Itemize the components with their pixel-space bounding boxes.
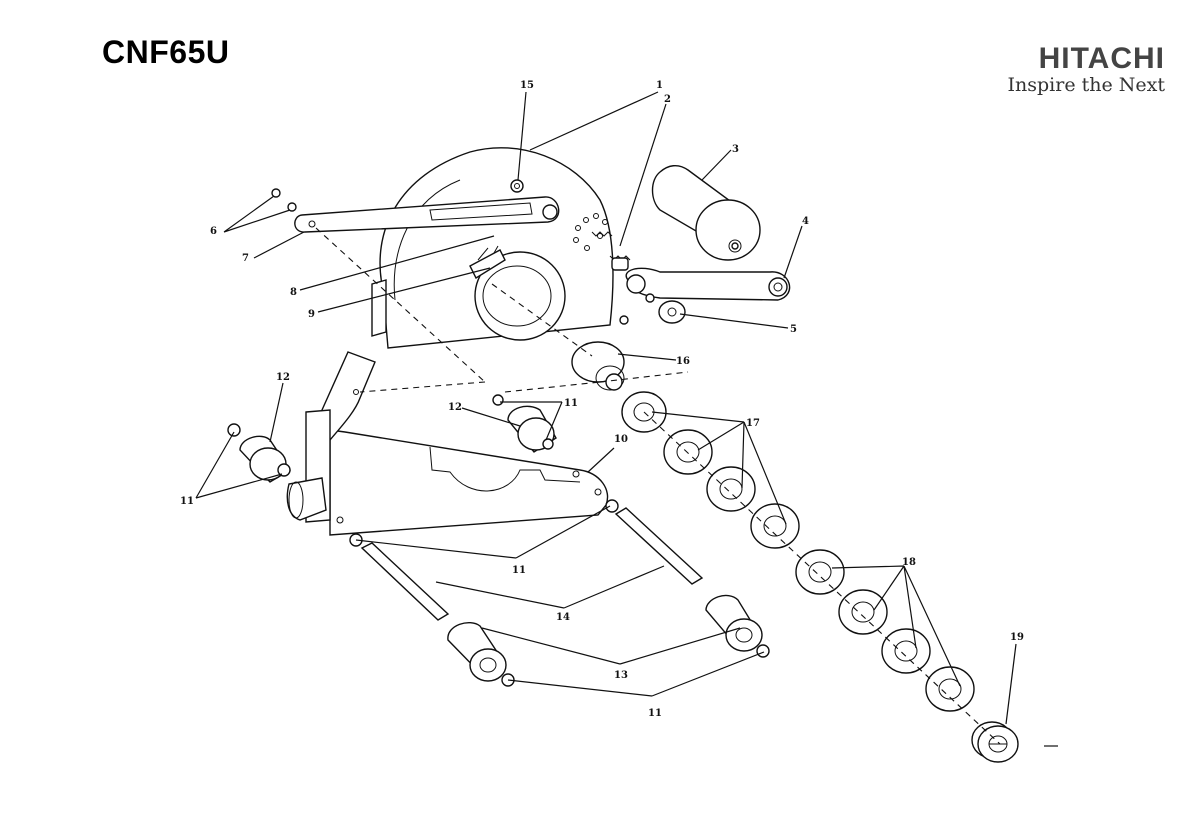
callout-14: 14 xyxy=(556,612,570,623)
callout-16: 16 xyxy=(676,356,690,367)
callout-11-left: 11 xyxy=(180,496,194,507)
lever xyxy=(625,267,791,301)
callout-6: 6 xyxy=(210,226,217,237)
spacer-washers-18 xyxy=(795,549,975,712)
callout-11-bottom: 11 xyxy=(648,708,662,719)
roller-bottom-left xyxy=(447,622,515,687)
spring xyxy=(591,231,631,271)
callout-11-top: 11 xyxy=(564,398,578,409)
callout-10: 10 xyxy=(614,434,628,445)
callout-7: 7 xyxy=(242,253,249,264)
callout-5: 5 xyxy=(790,324,797,335)
callout-19: 19 xyxy=(1010,632,1024,643)
callout-8: 8 xyxy=(290,287,297,298)
leader-lines xyxy=(195,91,1058,747)
knob xyxy=(619,293,686,325)
callout-4: 4 xyxy=(802,216,809,227)
callout-18: 18 xyxy=(902,557,916,568)
callout-13: 13 xyxy=(614,670,628,681)
roller-bottom-right xyxy=(705,594,770,658)
handle xyxy=(651,165,761,261)
callout-15: 15 xyxy=(520,80,534,91)
link-arm xyxy=(294,196,560,233)
shaft-left xyxy=(349,533,450,621)
vent-holes xyxy=(573,213,608,251)
screw-set xyxy=(271,188,297,212)
assembly-lines xyxy=(315,227,1001,745)
callout-12-center: 12 xyxy=(448,402,462,413)
base-guard xyxy=(329,429,609,536)
hook-plate xyxy=(286,351,376,523)
flange xyxy=(571,341,625,391)
shaft-right xyxy=(605,499,704,585)
callout-3: 3 xyxy=(732,144,739,155)
callout-17: 17 xyxy=(746,418,760,429)
roller-center xyxy=(492,394,557,453)
callout-12-left: 12 xyxy=(276,372,290,383)
brand-name: HITACHI xyxy=(1038,42,1165,75)
callout-1: 1 xyxy=(656,80,663,91)
nut xyxy=(971,721,1019,763)
roller-left xyxy=(227,423,291,483)
spacer-washers-17 xyxy=(621,391,800,549)
model-title: CNF65U xyxy=(102,34,230,70)
callout-2: 2 xyxy=(664,94,671,105)
callout-labels: 1 2 3 4 5 6 7 8 9 10 11 11 11 11 12 12 1… xyxy=(180,80,1024,719)
callout-11-mid: 11 xyxy=(512,565,526,576)
brand-tagline: Inspire the Next xyxy=(1007,74,1165,96)
callout-9: 9 xyxy=(308,309,315,320)
hitachi-logo: HITACHI Inspire the Next xyxy=(1007,42,1165,97)
